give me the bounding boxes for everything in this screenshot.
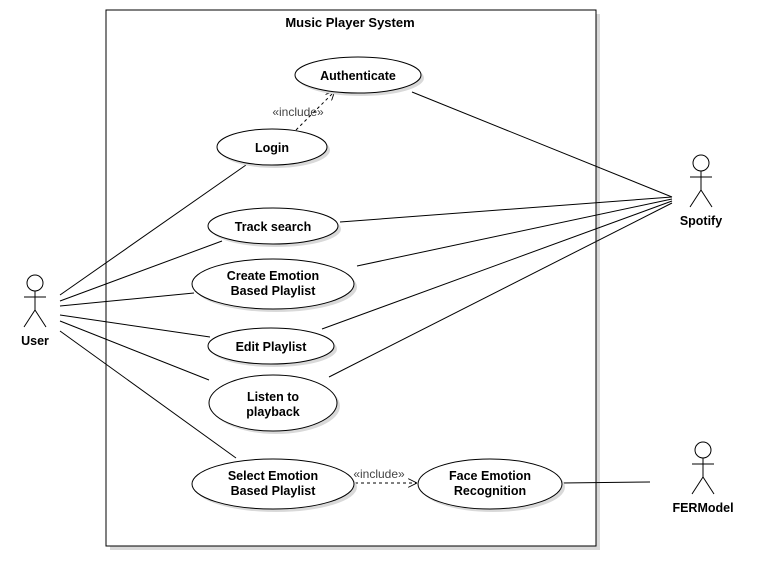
assoc-user-listen — [59, 320, 210, 381]
assoc-spotify-track-search — [339, 196, 673, 223]
use-case-listen-label-line-2: playback — [246, 405, 300, 419]
actor-user-label: User — [21, 334, 49, 348]
include-relationships: «include» «include» — [272, 92, 416, 483]
use-case-face-emotion-recognition: Face Emotion Recognition — [417, 458, 565, 512]
assoc-spotify-listen — [328, 202, 673, 378]
use-case-listen-label-line-1: Listen to — [247, 390, 299, 404]
use-case-login-label: Login — [255, 141, 289, 155]
associations — [59, 91, 673, 484]
actor-spotify-label: Spotify — [680, 214, 722, 228]
use-case-listen-to-playback: Listen to playback — [208, 374, 340, 434]
assoc-user-login — [59, 164, 247, 296]
assoc-spotify-authenticate — [411, 91, 673, 198]
use-case-select-playlist-label-line-1: Select Emotion — [228, 469, 318, 483]
use-case-create-playlist-label-line-2: Based Playlist — [231, 284, 317, 298]
use-case-select-playlist-label-line-2: Based Playlist — [231, 484, 317, 498]
use-case-authenticate-label: Authenticate — [320, 69, 396, 83]
use-case-create-playlist-label-line-1: Create Emotion — [227, 269, 319, 283]
use-case-login: Login — [216, 128, 330, 168]
use-case-face-recognition-label-line-1: Face Emotion — [449, 469, 531, 483]
assoc-user-create-playlist — [59, 292, 195, 307]
actor-user-icon — [23, 274, 47, 328]
use-case-authenticate: Authenticate — [294, 56, 424, 96]
actor-spotify-icon — [689, 154, 713, 208]
use-case-select-emotion-based-playlist: Select Emotion Based Playlist — [191, 458, 357, 512]
use-case-create-emotion-based-playlist: Create Emotion Based Playlist — [191, 258, 357, 312]
include-login-authenticate — [295, 92, 334, 131]
system-title: Music Player System — [285, 15, 414, 30]
assoc-user-select-playlist — [59, 330, 237, 459]
include-label-login: «include» — [272, 105, 324, 119]
use-case-track-search: Track search — [207, 207, 341, 247]
actor-user: User — [21, 274, 49, 348]
actor-fermodel: FERModel — [672, 441, 734, 515]
assoc-spotify-create-playlist — [356, 198, 673, 267]
use-case-edit-playlist: Edit Playlist — [207, 327, 337, 367]
use-case-track-search-label: Track search — [235, 220, 311, 234]
assoc-user-track-search — [59, 240, 223, 302]
actor-fermodel-icon — [691, 441, 715, 495]
assoc-spotify-edit-playlist — [321, 200, 673, 330]
actor-spotify: Spotify — [680, 154, 722, 228]
assoc-user-edit-playlist — [59, 314, 211, 338]
include-label-select: «include» — [353, 467, 405, 481]
use-case-edit-playlist-label: Edit Playlist — [236, 340, 308, 354]
use-case-face-recognition-label-line-2: Recognition — [454, 484, 526, 498]
actor-fermodel-label: FERModel — [672, 501, 733, 515]
assoc-fermodel-face-recognition — [561, 481, 651, 484]
